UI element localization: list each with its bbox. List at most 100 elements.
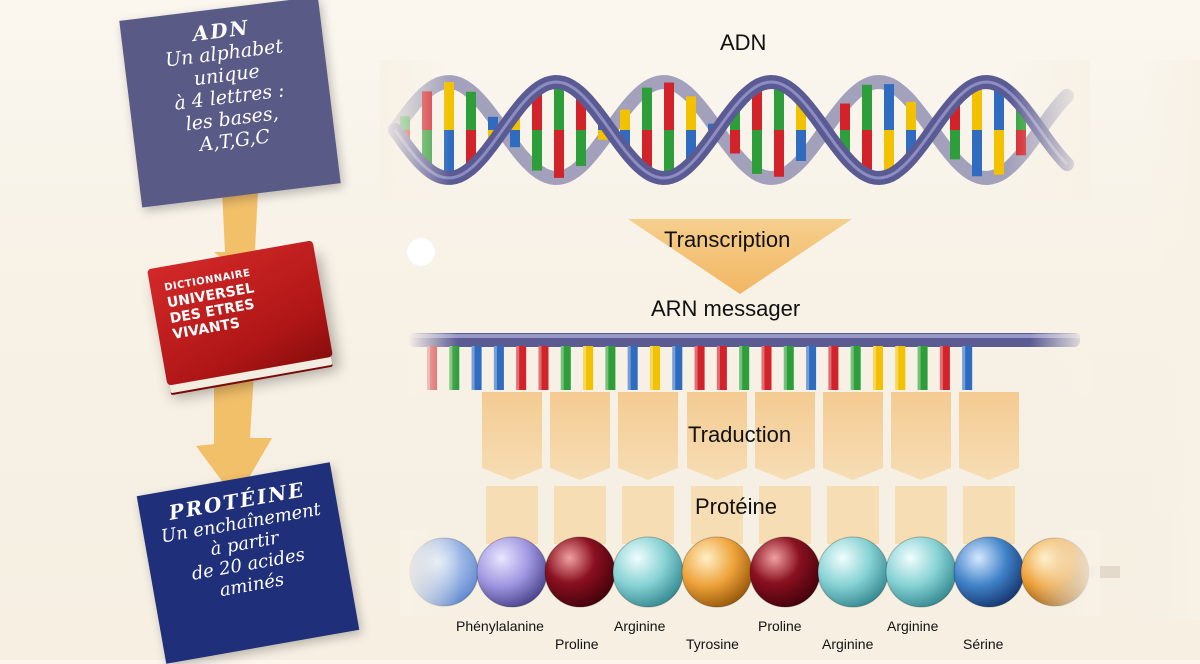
dna-base-T [972, 130, 982, 177]
amino-acid-label: Proline [555, 636, 599, 652]
dna-base-T [796, 130, 806, 161]
translation-beam [755, 392, 815, 480]
amino-acid-bead [681, 536, 753, 608]
amino-acid-label: Sérine [963, 636, 1004, 652]
adn-card: ADN Un alphabet unique à 4 lettres : les… [119, 0, 341, 208]
dna-base-G [642, 87, 652, 130]
amino-acid-bead [885, 536, 957, 608]
mrna-label: ARN messager [651, 296, 801, 321]
dna-base-T [510, 130, 520, 148]
dna-base-T [686, 130, 696, 164]
mrna-base-A [650, 346, 660, 390]
translation-beam [687, 392, 747, 480]
dna-base-G [840, 130, 850, 157]
dna-base-A [906, 101, 916, 130]
dna-base-C [532, 89, 542, 130]
dna-base-C [840, 103, 850, 130]
mrna-base-C [828, 346, 839, 390]
amino-acid-label: Arginine [887, 618, 939, 634]
mrna-base-A [583, 346, 594, 390]
dna-base-A [796, 99, 806, 130]
dna-base-G [730, 106, 740, 130]
dna-base-G [554, 82, 564, 130]
mrna-base-U [672, 346, 683, 390]
dna-base-T [488, 116, 498, 130]
dna-base-A [994, 130, 1004, 175]
mrna-base-U [806, 346, 817, 390]
mrna-base-U [962, 346, 973, 390]
translation-label: Traduction [688, 422, 792, 447]
dna-base-C [576, 94, 586, 130]
amino-acid-label: Phénylalanine [456, 618, 544, 634]
protein-label: Protéine [695, 494, 777, 519]
mrna-strand [408, 330, 1090, 394]
amino-acid-bead [953, 536, 1025, 608]
dna-base-T [906, 130, 916, 159]
dna-base-G [774, 83, 784, 130]
protein-chain [400, 530, 1120, 616]
transcription-label: Transcription [664, 227, 791, 252]
transcription-arrow [628, 219, 852, 294]
dna-base-G [532, 130, 542, 171]
dna-base-G [664, 130, 674, 178]
amino-acid-bead [544, 536, 616, 608]
mrna-base-C [716, 346, 727, 390]
amino-acid-bead [817, 536, 889, 608]
mrna-base-U [471, 346, 482, 390]
amino-acid-bead [476, 536, 548, 608]
mrna-base-U [627, 346, 638, 390]
dna-base-C [752, 86, 762, 130]
dna-base-T [994, 85, 1004, 130]
white-dot-icon [407, 238, 435, 266]
mrna-base-A [873, 346, 883, 390]
mrna-base-C [516, 346, 527, 390]
mrna-base-U [493, 346, 504, 390]
dna-base-A [884, 130, 894, 176]
dna-base-C [466, 130, 476, 169]
dna-base-C [950, 100, 960, 130]
mrna-base-C [694, 346, 705, 390]
mrna-base-C [761, 346, 772, 390]
dna-base-C [664, 82, 674, 130]
mrna-base-G [850, 346, 861, 390]
dna-base-G [950, 130, 960, 160]
amino-acid-label: Arginine [614, 618, 666, 634]
mrna-base-A [895, 346, 906, 390]
dna-base-A [972, 83, 982, 130]
dna-base-A [598, 130, 608, 140]
dna-base-C [774, 130, 784, 177]
dna-base-C [554, 130, 564, 178]
translation-beam [823, 392, 883, 480]
mrna-base-C [538, 346, 549, 390]
translation-beam [482, 392, 542, 480]
dna-base-G [752, 130, 762, 174]
dna-base-C [642, 130, 652, 173]
dna-base-A [620, 109, 630, 130]
mrna-base-G [560, 346, 571, 390]
mrna-base-C [939, 346, 950, 390]
amino-acid-bead [749, 536, 821, 608]
dna-label: ADN [720, 30, 767, 55]
amino-acid-label: Proline [758, 618, 802, 634]
mrna-base-G [739, 346, 750, 390]
dna-double-helix [380, 60, 1090, 200]
amino-acid-bead [612, 536, 684, 608]
dna-base-G [466, 91, 476, 130]
translation-beam [959, 392, 1019, 480]
protein-card: PROTÉINE Un enchaînement à partir de 20 … [136, 462, 360, 664]
mrna-base-G [917, 346, 928, 390]
dna-base-G [862, 84, 872, 130]
dna-base-A [686, 96, 696, 130]
mrna-base-G [783, 346, 794, 390]
translation-beam [891, 392, 951, 480]
dna-base-T [884, 84, 894, 130]
amino-acid-label: Tyrosine [686, 636, 739, 652]
amino-acid-label: Arginine [822, 636, 874, 652]
translation-beam [618, 392, 678, 480]
translation-beam [550, 392, 610, 480]
translation-beams [482, 392, 1019, 544]
dna-base-G [576, 130, 586, 166]
dna-base-C [862, 130, 872, 176]
